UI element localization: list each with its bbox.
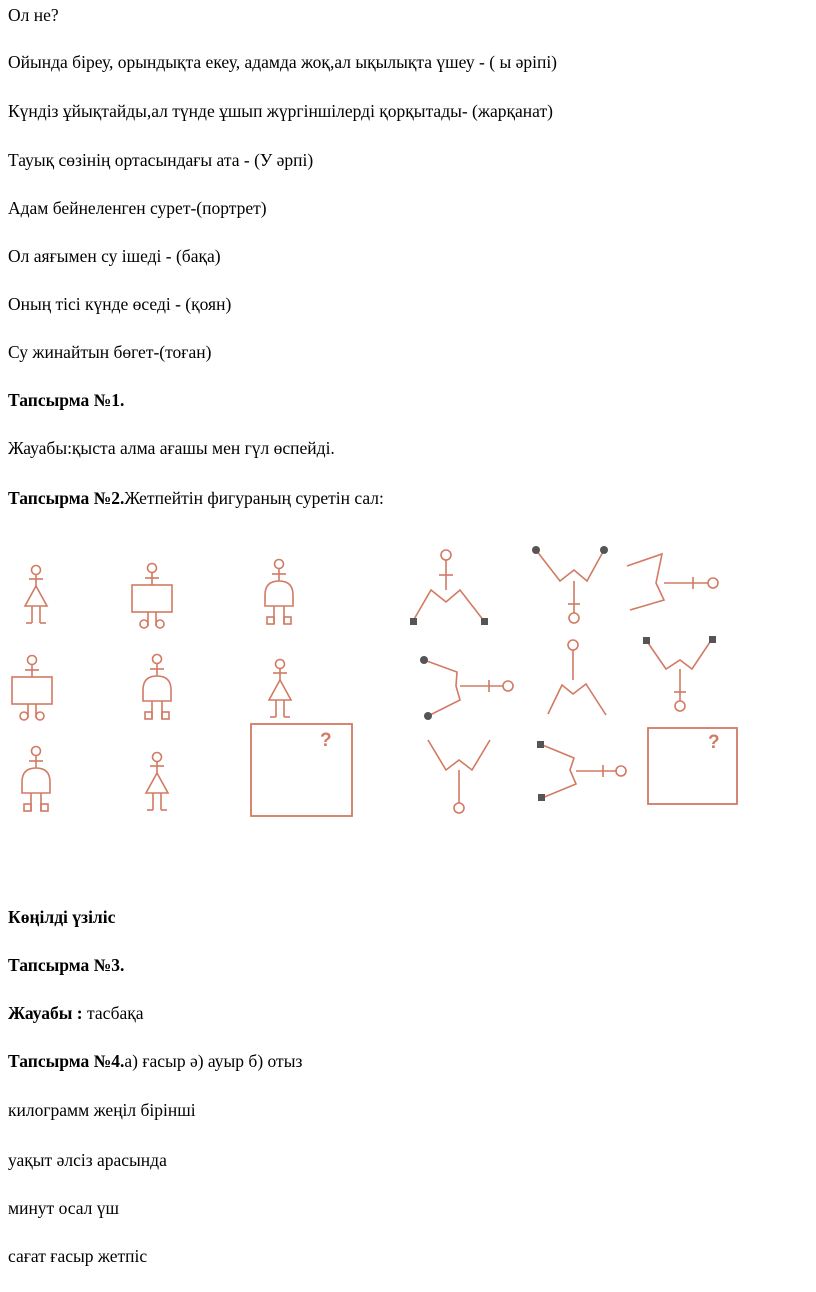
stick-figure-up (532, 546, 608, 624)
riddle-4: Адам бейнеленген сурет-(портрет) (8, 198, 267, 218)
riddle-3: Тауық сөзінің ортасындағы ата - (У әрпі) (8, 150, 314, 170)
figure-dress-person (145, 751, 169, 811)
task-3-heading: Тапсырма №3. (8, 955, 125, 975)
task-4-row-4: сағат ғасыр жетпіс (8, 1246, 148, 1266)
figure-bell-person (21, 745, 51, 812)
stick-figure-down (547, 639, 607, 716)
stick-figure-right (626, 552, 719, 611)
riddle-6: Оның тісі күнде өседі - (қоян) (8, 294, 232, 314)
task-1-heading: Тапсырма №1. (8, 390, 125, 410)
task-4-row-1: килограмм жеңіл бірінші (8, 1100, 196, 1120)
stick-figure-right (537, 741, 627, 801)
task-1-answer: Жауабы:қыста алма ағашы мен гүл өспейді. (8, 438, 335, 458)
riddle-2: Күндіз ұйықтайды,ал түнде ұшып жүргіншіл… (8, 101, 553, 121)
riddle-1: Ойында біреу, орындықта екеу, адамда жоқ… (8, 52, 558, 72)
task-2-heading: Тапсырма №2.Жетпейтін фигураның суретін … (8, 488, 384, 508)
figure-box-person (11, 654, 53, 721)
task-4-heading: Тапсырма №4.а) ғасыр ә) ауыр б) отыз (8, 1051, 303, 1071)
question-mark-1: ? (320, 730, 332, 751)
riddle-5: Ол аяғымен су ішеді - (бақа) (8, 246, 221, 266)
figure-dress-person (24, 564, 48, 624)
task-4-row-3: минут осал үш (8, 1198, 119, 1218)
stick-figure-up (643, 636, 716, 712)
figure-dress-person (268, 658, 292, 718)
riddle-7: Су жинайтын бөгет-(тоған) (8, 342, 212, 362)
stick-figure-right (420, 656, 514, 720)
stick-figure-down (410, 549, 488, 625)
fun-break-heading: Көңілді үзіліс (8, 907, 116, 927)
stick-figure-up (427, 739, 491, 814)
task-3-answer: Жауабы : тасбақа (8, 1003, 144, 1023)
figure-box-person (131, 562, 173, 629)
answer-box-1 (250, 723, 353, 817)
figure-bell-person (142, 653, 172, 720)
question-mark-2: ? (708, 732, 720, 753)
figure-bell-person (264, 558, 294, 625)
answer-box-2 (647, 727, 738, 805)
task-4-row-2: уақыт әлсіз арасында (8, 1150, 167, 1170)
line-ol-ne: Ол не? (8, 5, 59, 25)
